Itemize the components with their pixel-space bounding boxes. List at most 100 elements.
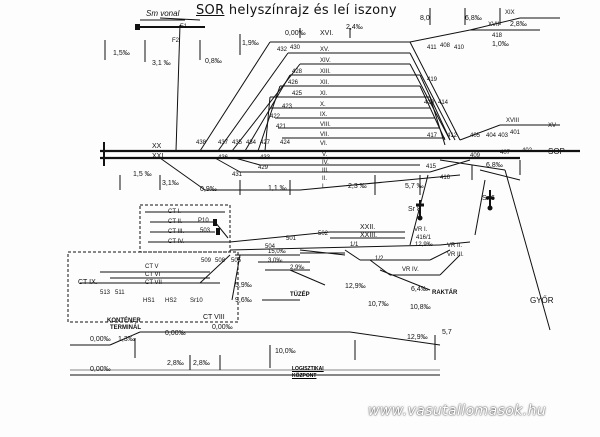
switch-508: 508 bbox=[215, 258, 226, 264]
switch-405: 405 bbox=[470, 133, 481, 139]
switch-402: 402 bbox=[522, 148, 533, 154]
track-label-xxi: XXI bbox=[152, 153, 164, 160]
track-label-vii: VII. bbox=[320, 132, 330, 138]
gradient-label: 6,8‰ bbox=[465, 15, 482, 22]
gradient-label: 0,9‰ bbox=[200, 186, 217, 193]
switch-513: 513 bbox=[100, 290, 111, 296]
switch-401: 401 bbox=[510, 130, 521, 136]
cargo-gradient: 0,00‰ bbox=[90, 366, 111, 373]
cargo-gradient: 10,8‰ bbox=[410, 304, 431, 311]
cargo-gradient: 10,7‰ bbox=[368, 301, 389, 308]
switch-502: 502 bbox=[318, 231, 329, 237]
gradient-label: 1,9‰ bbox=[242, 40, 259, 47]
track-label-xv-right: XV bbox=[548, 123, 557, 129]
cargo-track-ct3: CT III. bbox=[168, 229, 185, 235]
track-label-vi: VI. bbox=[320, 141, 328, 147]
cargo-track-ct5: CT V bbox=[145, 264, 159, 270]
direction-gyor: GYŐR bbox=[530, 296, 554, 305]
switch-427: 427 bbox=[260, 140, 271, 146]
switch-421: 421 bbox=[276, 124, 287, 130]
gradient-label: 1,0‰ bbox=[492, 41, 509, 48]
track-label-viii: VIII. bbox=[320, 122, 331, 128]
track-label-xv: XV. bbox=[320, 47, 330, 53]
track-label-xix: XIX bbox=[505, 10, 515, 16]
switch-434: 434 bbox=[246, 140, 257, 146]
cargo-track-ct2: CT II. bbox=[168, 219, 183, 225]
switch-426: 426 bbox=[288, 80, 299, 86]
cargo-gradient: 15,0‰ bbox=[268, 249, 286, 255]
cargo-gradient: 12,9‰ bbox=[407, 334, 428, 341]
cargo-gradient: 12,9‰ bbox=[345, 283, 366, 290]
switch-415: 415 bbox=[426, 164, 437, 170]
cargo-gradient: 0,00‰ bbox=[212, 324, 233, 331]
track-xxiii: XXIII. bbox=[360, 232, 378, 239]
logistics-center-line2: KÖZPONT bbox=[292, 373, 317, 379]
switch-403: 403 bbox=[498, 133, 509, 139]
switch-416-1: 416/1 bbox=[416, 235, 432, 241]
switch-503: 503 bbox=[200, 228, 211, 234]
track-vr3: VR III. bbox=[447, 252, 464, 258]
track-label-i: I. bbox=[322, 184, 326, 190]
switch-435: 435 bbox=[232, 140, 243, 146]
gradient-label: 6,8‰ bbox=[486, 162, 503, 169]
cargo-gradient: 2,9‰ bbox=[290, 265, 305, 271]
cargo-gradient: 1,3‰ bbox=[118, 336, 135, 343]
cargo-gradient: 9,6‰ bbox=[235, 297, 252, 304]
watermark: www.vasutallomasok.hu bbox=[368, 403, 547, 419]
switch-sr10: Sr10 bbox=[190, 298, 203, 304]
cargo-gradient: 0,00‰ bbox=[90, 336, 111, 343]
track-xxii: XXII. bbox=[360, 224, 376, 231]
track-label-xvi: XVI. bbox=[320, 30, 334, 37]
gradient-label: 3,1‰ bbox=[162, 180, 179, 187]
track-label-xx: XX bbox=[152, 143, 162, 150]
switch-423: 423 bbox=[282, 104, 293, 110]
gradient-label: 2,3 ‰ bbox=[348, 183, 367, 190]
signal-f1: F1 bbox=[180, 24, 188, 30]
direction-sopron: SOP bbox=[548, 147, 565, 156]
cargo-track-ct8: CT VIII bbox=[203, 314, 225, 321]
cargo-track-ct1: CT I. bbox=[168, 209, 181, 215]
switch-433: 433 bbox=[260, 155, 271, 161]
switch-416: 416 bbox=[440, 175, 451, 181]
track-label-xviii: XVIII bbox=[506, 118, 520, 124]
branch-approach bbox=[159, 17, 201, 21]
gradient-label: 1,1 ‰ bbox=[268, 185, 287, 192]
switch-511: 511 bbox=[115, 290, 125, 296]
track-label-xiv: XIV. bbox=[320, 58, 331, 64]
track-label-ix: IX. bbox=[320, 112, 328, 118]
track-label-xii: XII. bbox=[320, 80, 330, 86]
signal-sr6: Sr 6 bbox=[482, 195, 495, 202]
cargo-gradient: 5,9‰ bbox=[235, 282, 252, 289]
cargo-gradient: 10,0‰ bbox=[275, 348, 296, 355]
gradient-label: 2,4‰ bbox=[346, 24, 363, 31]
switch-422: 422 bbox=[270, 114, 281, 120]
switch-404: 404 bbox=[486, 133, 497, 139]
switch-424: 424 bbox=[280, 140, 291, 146]
gradient-12-9: 12,9‰ bbox=[415, 242, 433, 248]
track-label-x: X. bbox=[320, 102, 326, 108]
switch-408: 408 bbox=[440, 43, 451, 49]
track-vr1: VR I. bbox=[414, 227, 428, 233]
logistics-center-line1: LOGISZTIKAI bbox=[292, 366, 324, 372]
switch-hs2: HS2 bbox=[165, 298, 177, 304]
switch-410: 410 bbox=[454, 45, 465, 51]
cargo-gradient: 2,8‰ bbox=[193, 360, 210, 367]
track-label-iv: IV. bbox=[322, 160, 329, 166]
switch-418: 418 bbox=[492, 33, 503, 39]
switch-431: 431 bbox=[232, 172, 243, 178]
gradient-label: 0,8‰ bbox=[205, 58, 222, 65]
switch-437: 437 bbox=[218, 140, 229, 146]
switch-hs1: HS1 bbox=[143, 298, 155, 304]
track-label-xiii: XIII. bbox=[320, 69, 331, 75]
switch-409: 409 bbox=[470, 153, 481, 159]
switch-420: 420 bbox=[424, 100, 435, 106]
track-label-v: V. bbox=[322, 152, 328, 158]
gradient-label: 1,5‰ bbox=[113, 50, 130, 57]
cargo-track-ct7: CT VII bbox=[145, 280, 162, 286]
switch-407: 407 bbox=[500, 150, 511, 156]
switch-430: 430 bbox=[290, 45, 301, 51]
switch-1-2: 1/2 bbox=[375, 256, 384, 262]
cargo-track-ct6: CT VI bbox=[145, 272, 161, 278]
